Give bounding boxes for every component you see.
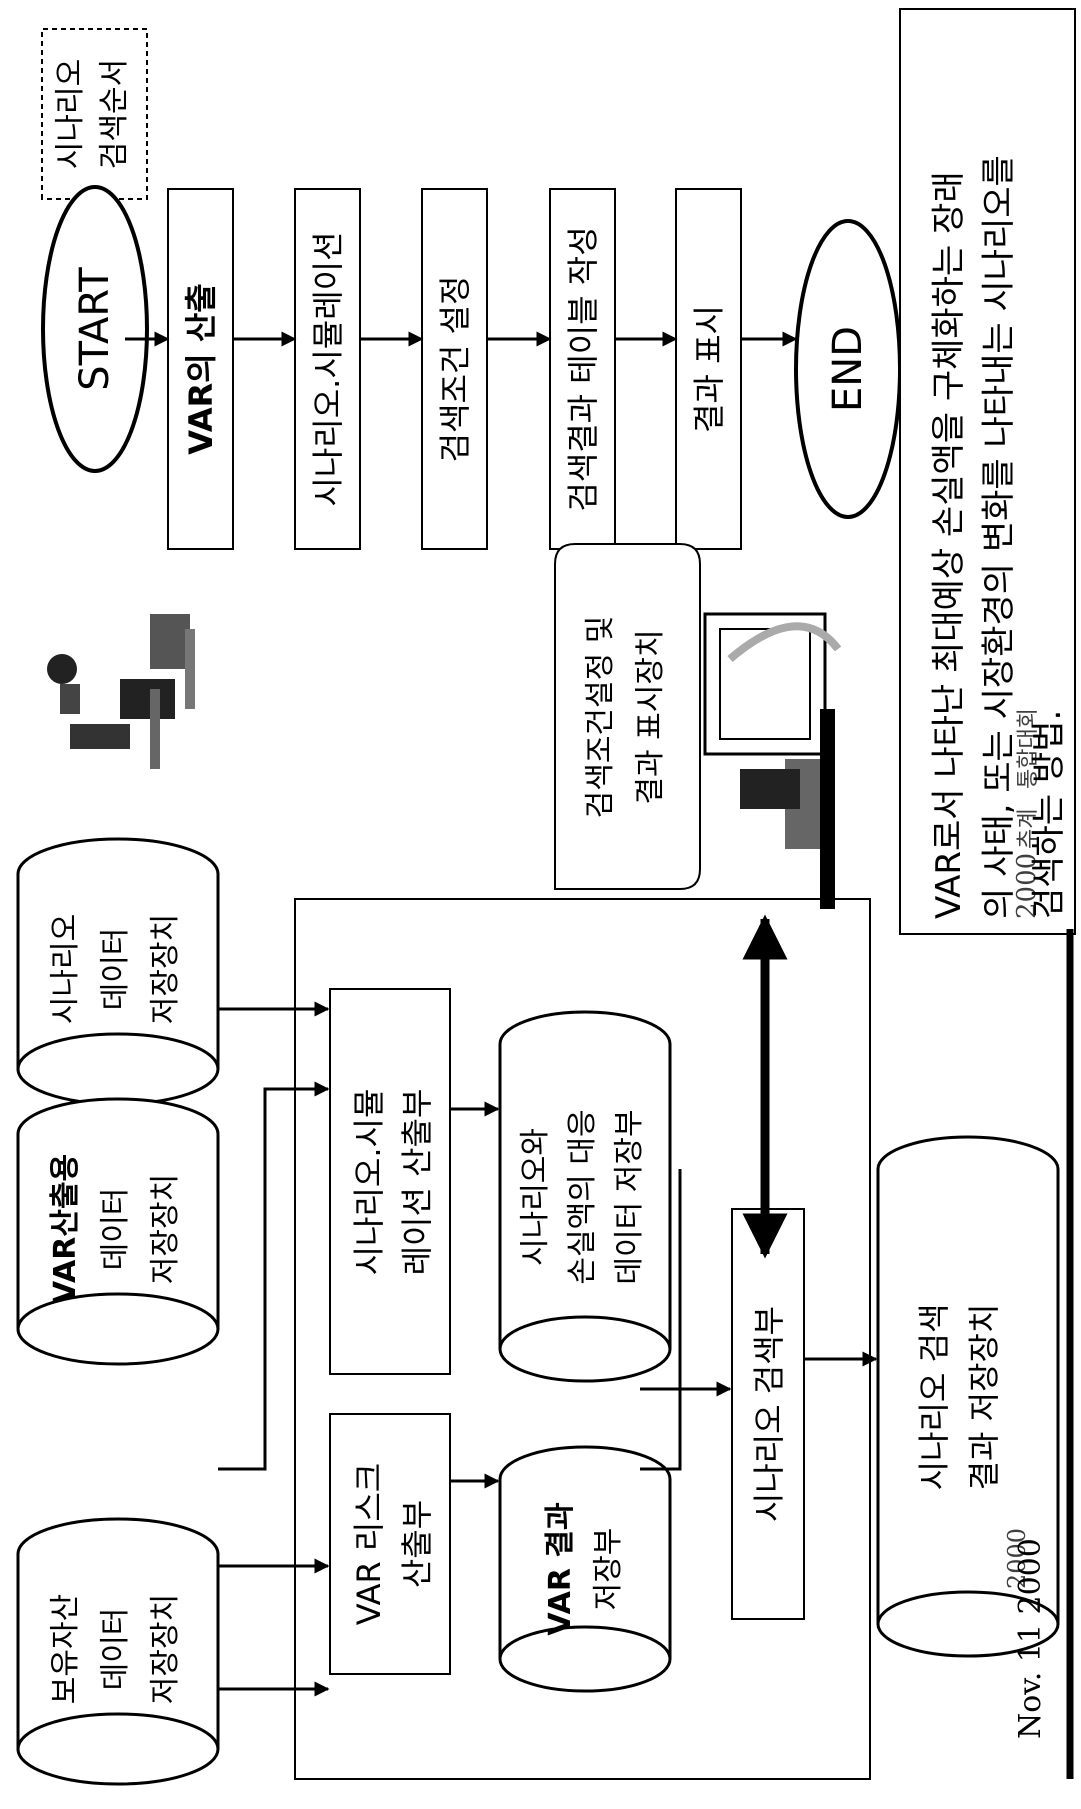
storage-label: 시나리오 — [48, 914, 83, 1024]
scenario-data-storage: 시나리오 데이터 저장장치 — [16, 837, 220, 1106]
display-device: 검색조건설정 및 결과 표시장치 — [554, 543, 701, 890]
stamp-text: 추계 — [1016, 809, 1041, 849]
flow-step-condition: 검색조건 설정 — [421, 188, 488, 550]
stamp-text: 통합대회 — [1016, 708, 1041, 789]
conference-stamp: 2000 2000 추계 통합대회 — [1003, 708, 1042, 1589]
stamp-year: 2000 — [1003, 1528, 1031, 1589]
stamp-year: 2000 — [1012, 853, 1042, 919]
terminal-clipart — [703, 612, 842, 909]
unit-label: 레이션 산출부 — [398, 1089, 436, 1276]
var-result-store: VAR 결과 저장부 — [498, 1445, 672, 1693]
step-label: 검색결과 테이블 작성 — [564, 226, 602, 511]
unit-label: 시나리오.시뮬 — [350, 1089, 388, 1276]
storage-label: 데이터 — [98, 1608, 133, 1691]
flow-step-var: VAR의 산출 — [167, 188, 234, 550]
flow-title-line-2: 검색순서 — [97, 59, 132, 169]
description-line-3: 검색하는 방법. — [1029, 710, 1069, 919]
storage-label: 데이터 — [98, 1188, 133, 1271]
end-label: END — [825, 326, 871, 412]
rotated-sheet: 시나리오 검색순서 START VAR의 산출 시나리오.시뮬레이션 검색조건 … — [16, 8, 1076, 1786]
storage-label: 저장장치 — [148, 914, 183, 1024]
storage-label: VAR산출용 — [48, 1154, 83, 1304]
storage-label: 저장장치 — [148, 1594, 183, 1704]
block-connectors — [218, 1001, 878, 1697]
unit-label: VAR 결과 — [543, 1502, 578, 1636]
flow-step-display: 결과 표시 — [675, 188, 742, 550]
asset-data-storage: 보유자산 데이터 저장장치 — [16, 1517, 220, 1786]
unit-label: 저장부 — [591, 1528, 626, 1611]
flow-title-line-1: 시나리오 — [53, 59, 88, 169]
step-box — [675, 188, 742, 550]
start-terminal — [41, 185, 149, 473]
step-label: 시나리오.시뮬레이션 — [309, 231, 347, 506]
flow-step-simulation: 시나리오.시뮬레이션 — [294, 188, 361, 550]
description-line-2: 의 사태, 또는 시장환경의 변화를 나타내는 시나리오를 — [979, 155, 1019, 919]
step-label: 결과 표시 — [690, 305, 728, 433]
system-frame — [294, 898, 871, 1780]
step-label: 검색조건 설정 — [436, 276, 474, 463]
start-label: START — [72, 267, 118, 391]
loss-data-store: 시나리오와 손실액의 대응 데이터 저장부 — [498, 1010, 672, 1383]
var-calc-unit: VAR 리스크 산출부 — [329, 1413, 451, 1675]
step-box — [421, 188, 488, 550]
step-label: VAR의 산출 — [182, 283, 220, 454]
unit-label: VAR 리스크 — [350, 1463, 388, 1625]
storage-label: 보유자산 — [48, 1594, 83, 1704]
storage-label: 데이터 — [98, 928, 133, 1011]
description-line-1: VAR로서 나타난 최대예상 손실액을 구체화하는 장래 — [929, 171, 969, 919]
scenario-search-unit: 시나리오 검색부 — [731, 1208, 805, 1620]
storage-label: 저장장치 — [148, 1174, 183, 1284]
unit-label: 결과 표시장치 — [633, 629, 668, 804]
unit-label: 시나리오 검색부 — [750, 1306, 788, 1522]
flow-step-table: 검색결과 테이블 작성 — [549, 188, 616, 550]
unit-label: 결과 저장장치 — [965, 1304, 1003, 1491]
unit-label: 산출부 — [398, 1500, 436, 1588]
unit-label: 시나리오와 — [518, 1128, 553, 1266]
unit-label: 검색조건설정 및 — [583, 616, 618, 819]
simulation-calc-unit: 시나리오.시뮬 레이션 산출부 — [329, 988, 451, 1375]
footer-date: Nov. 11 2000 — [1013, 1538, 1048, 1739]
unit-label: 손실액의 대응 — [565, 1109, 600, 1284]
var-data-storage: VAR산출용 데이터 저장장치 — [16, 1097, 220, 1366]
step-box — [167, 188, 234, 550]
unit-label: 데이터 저장부 — [612, 1109, 647, 1284]
unit-label: 시나리오 검색 — [915, 1304, 953, 1491]
description-box — [899, 8, 1076, 935]
search-result-storage: 시나리오 검색 결과 저장장치 — [876, 1135, 1060, 1658]
step-box — [294, 188, 361, 550]
worker-clipart — [47, 614, 195, 769]
